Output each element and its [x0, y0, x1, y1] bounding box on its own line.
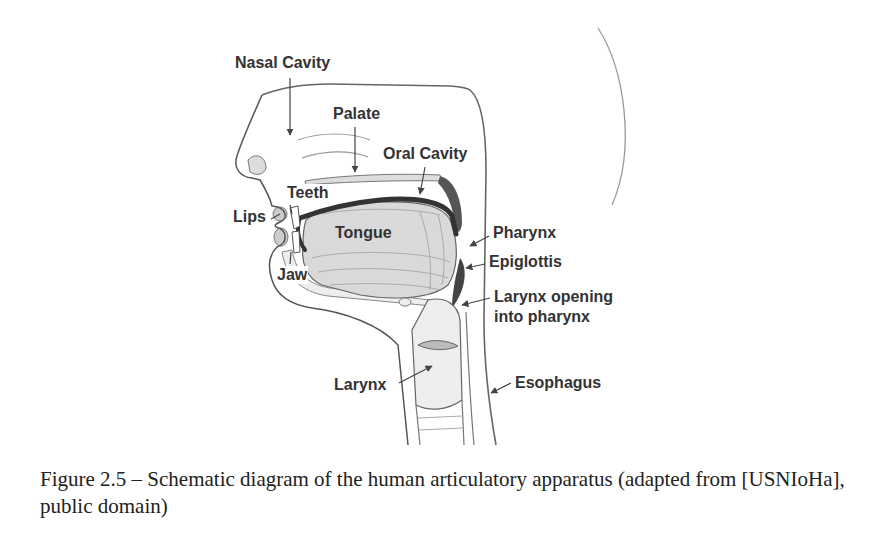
- leader-line: [271, 214, 280, 219]
- larynx-cartilage: [412, 299, 462, 409]
- hyoid-bone: [399, 298, 411, 306]
- leader-line: [290, 252, 291, 264]
- epiglottis: [452, 258, 465, 308]
- part-label: Jaw: [276, 266, 308, 284]
- tongue-texture: [318, 269, 448, 278]
- trachea: [416, 405, 420, 445]
- nostril: [248, 156, 266, 175]
- leader-line: [466, 264, 485, 268]
- part-label: Tongue: [332, 224, 395, 242]
- leader-line: [399, 366, 432, 383]
- tongue-texture: [322, 209, 440, 215]
- part-label: Oral Cavity: [382, 145, 468, 163]
- trachea: [462, 400, 464, 445]
- lip: [274, 228, 288, 246]
- tongue-texture: [420, 212, 431, 290]
- leader-line: [420, 167, 425, 194]
- head-outline: [598, 28, 625, 205]
- tongue: [303, 202, 457, 298]
- tooth: [292, 231, 300, 253]
- part-label: Lips: [232, 208, 267, 226]
- figure-caption: Figure 2.5 – Schematic diagram of the hu…: [40, 466, 845, 520]
- leader-line: [470, 236, 489, 246]
- trachea-ring: [418, 416, 463, 418]
- leader-line: [354, 127, 355, 172]
- leader-line: [491, 383, 511, 393]
- pharynx-wall: [262, 84, 496, 445]
- part-label: Esophagus: [514, 374, 602, 392]
- tongue-texture: [438, 214, 444, 285]
- tongue-texture: [330, 284, 440, 290]
- trachea-ring: [419, 428, 463, 430]
- part-label: Larynx: [333, 376, 387, 394]
- part-label: Palate: [332, 105, 381, 123]
- part-label: Nasal Cavity: [234, 54, 331, 72]
- leader-line: [289, 78, 290, 135]
- turbinate: [302, 152, 368, 158]
- turbinate: [298, 134, 370, 140]
- part-label: Epiglottis: [488, 253, 563, 271]
- part-label: Pharynx: [492, 224, 557, 242]
- vocal-folds: [418, 341, 458, 350]
- leader-line: [462, 298, 490, 305]
- esophagus: [466, 312, 474, 445]
- part-label: Larynx opening into pharynx: [493, 287, 635, 327]
- tooth: [290, 206, 300, 229]
- leader-line: [290, 205, 292, 214]
- part-label: Teeth: [286, 184, 329, 202]
